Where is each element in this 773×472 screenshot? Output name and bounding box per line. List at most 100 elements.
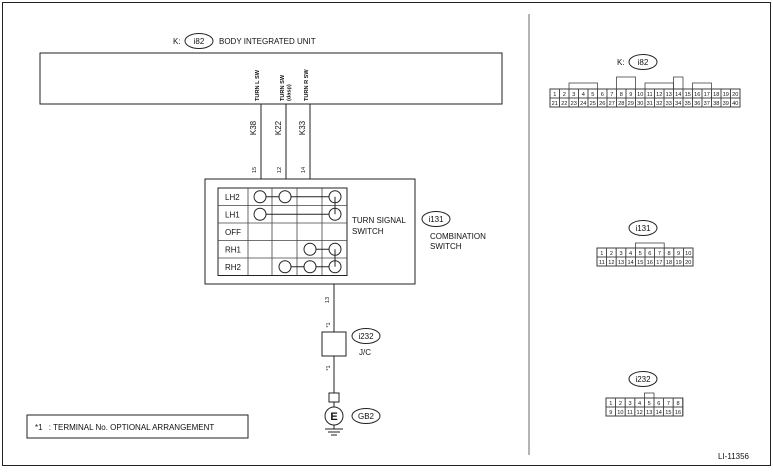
connector-pin-number: 26	[599, 101, 605, 107]
connector-pin-number: 14	[675, 92, 681, 98]
connector-pin-number: 2	[610, 251, 613, 257]
unit-pin-name: TURN L SW	[255, 69, 261, 101]
switch-connector-badge	[421, 211, 451, 227]
switch-row-label: OFF	[225, 228, 241, 237]
connector-pin-number: 15	[665, 410, 671, 416]
connector-pin-number: 2	[619, 401, 622, 407]
connector-pin-number: 17	[656, 260, 662, 266]
conn-i82-id: i82	[638, 58, 649, 67]
contact-point	[253, 207, 267, 221]
connector-pin-number: 8	[620, 92, 623, 98]
connector-pin-number: 3	[619, 251, 622, 257]
connector-pin-number: 4	[582, 92, 585, 98]
connector-pin-number: 4	[629, 251, 632, 257]
connector-pin-number: 10	[685, 251, 691, 257]
wire-code: K33	[298, 120, 307, 135]
connector-pin-number: 24	[580, 101, 586, 107]
unit-pin-name-line: TURN SW	[280, 74, 286, 101]
footnote-marker: *1	[35, 423, 43, 432]
connector-pin-number: 11	[647, 92, 653, 98]
connector-pin-number: 6	[601, 92, 604, 98]
switch-row-label: RH2	[225, 263, 242, 272]
connector-pin-number: 22	[561, 101, 567, 107]
connector-pin-number: 18	[713, 92, 719, 98]
conn-i82-badge	[628, 54, 658, 70]
switch-bottom-pin: 13	[325, 297, 331, 303]
connector-pin-number: 34	[675, 101, 681, 107]
ground-id: GB2	[358, 412, 375, 421]
unit-connector-prefix: K:	[173, 37, 181, 46]
connector-pin-number: 11	[627, 410, 633, 416]
connector-pin-number: 15	[685, 92, 691, 98]
jc-id: i232	[358, 332, 374, 341]
ground-badge	[351, 408, 381, 424]
connector-pin-number: 13	[666, 92, 672, 98]
contact-point	[278, 190, 292, 204]
connector-pin-number: 32	[656, 101, 662, 107]
connector-pin-number: 5	[591, 92, 594, 98]
outer-frame	[2, 2, 771, 466]
contact-point	[303, 242, 317, 256]
connector-pin-number: 8	[676, 401, 679, 407]
footnote-box	[26, 414, 249, 439]
jc-note-top: *1	[326, 322, 332, 327]
connector-pin-number: 9	[629, 92, 632, 98]
jc-note-bottom: *1	[326, 365, 332, 370]
unit-pin-name-line: (dasp)	[287, 84, 293, 101]
connector-pin-number: 16	[647, 260, 653, 266]
unit-id: i82	[194, 37, 205, 46]
conn-i131-badge	[628, 220, 658, 236]
connector-key-tab	[692, 82, 712, 90]
conn-i232-id: i232	[635, 375, 651, 384]
connector-pin-number: 13	[618, 260, 624, 266]
connector-pin-number: 7	[667, 401, 670, 407]
connector-pin-number: 18	[666, 260, 672, 266]
connector-pin-number: 28	[618, 101, 624, 107]
connector-pin-number: 23	[571, 101, 577, 107]
connector-pin-number: 12	[608, 260, 614, 266]
ground-terminal	[328, 392, 340, 403]
jc-label: J/C	[359, 348, 371, 357]
footnote: *1 : TERMINAL No. OPTIONAL ARRANGEMENT	[35, 423, 214, 432]
connector-pin-number: 27	[609, 101, 615, 107]
connector-pin-number: 38	[713, 101, 719, 107]
connector-pin-number: 10	[617, 410, 623, 416]
connector-pin-number: 11	[599, 260, 605, 266]
connector-pin-number: 8	[667, 251, 670, 257]
jc-badge	[351, 328, 381, 344]
connector-pin-number: 6	[657, 401, 660, 407]
switch-row-label: RH1	[225, 246, 242, 255]
connector-pin-number: 25	[590, 101, 596, 107]
connector-pin-number: 40	[732, 101, 738, 107]
body-integrated-unit-box	[39, 52, 503, 105]
connector-pin-number: 33	[666, 101, 672, 107]
connector-pin-number: 7	[610, 92, 613, 98]
connector-key-tab	[644, 82, 674, 90]
unit-pin-name-line: TURN L SW	[255, 69, 261, 101]
connector-pin-number: 3	[572, 92, 575, 98]
unit-pin-number: 15	[252, 167, 258, 173]
switch-label-line2: SWITCH	[352, 227, 384, 236]
footnote-text: : TERMINAL No. OPTIONAL ARRANGEMENT	[49, 423, 215, 432]
connector-pin-number: 9	[609, 410, 612, 416]
connector-pin-number: 6	[648, 251, 651, 257]
connector-pin-number: 30	[637, 101, 643, 107]
contact-point	[303, 260, 317, 274]
wire-code: K22	[274, 120, 283, 135]
connector-pin-number: 13	[646, 410, 652, 416]
connector-pin-number: 9	[677, 251, 680, 257]
connector-pin-number: 16	[694, 92, 700, 98]
connector-pin-number: 20	[685, 260, 691, 266]
connector-pin-number: 19	[723, 92, 729, 98]
conn-i232-badge	[628, 371, 658, 387]
unit-title: BODY INTEGRATED UNIT	[219, 37, 316, 46]
wire-code: K38	[249, 120, 258, 135]
switch-connector-id: i131	[428, 215, 444, 224]
connector-key-tab	[644, 392, 655, 399]
connector-pin-number: 4	[638, 401, 641, 407]
connector-pin-number: 2	[563, 92, 566, 98]
switch-label: TURN SIGNAL SWITCH	[352, 216, 408, 236]
